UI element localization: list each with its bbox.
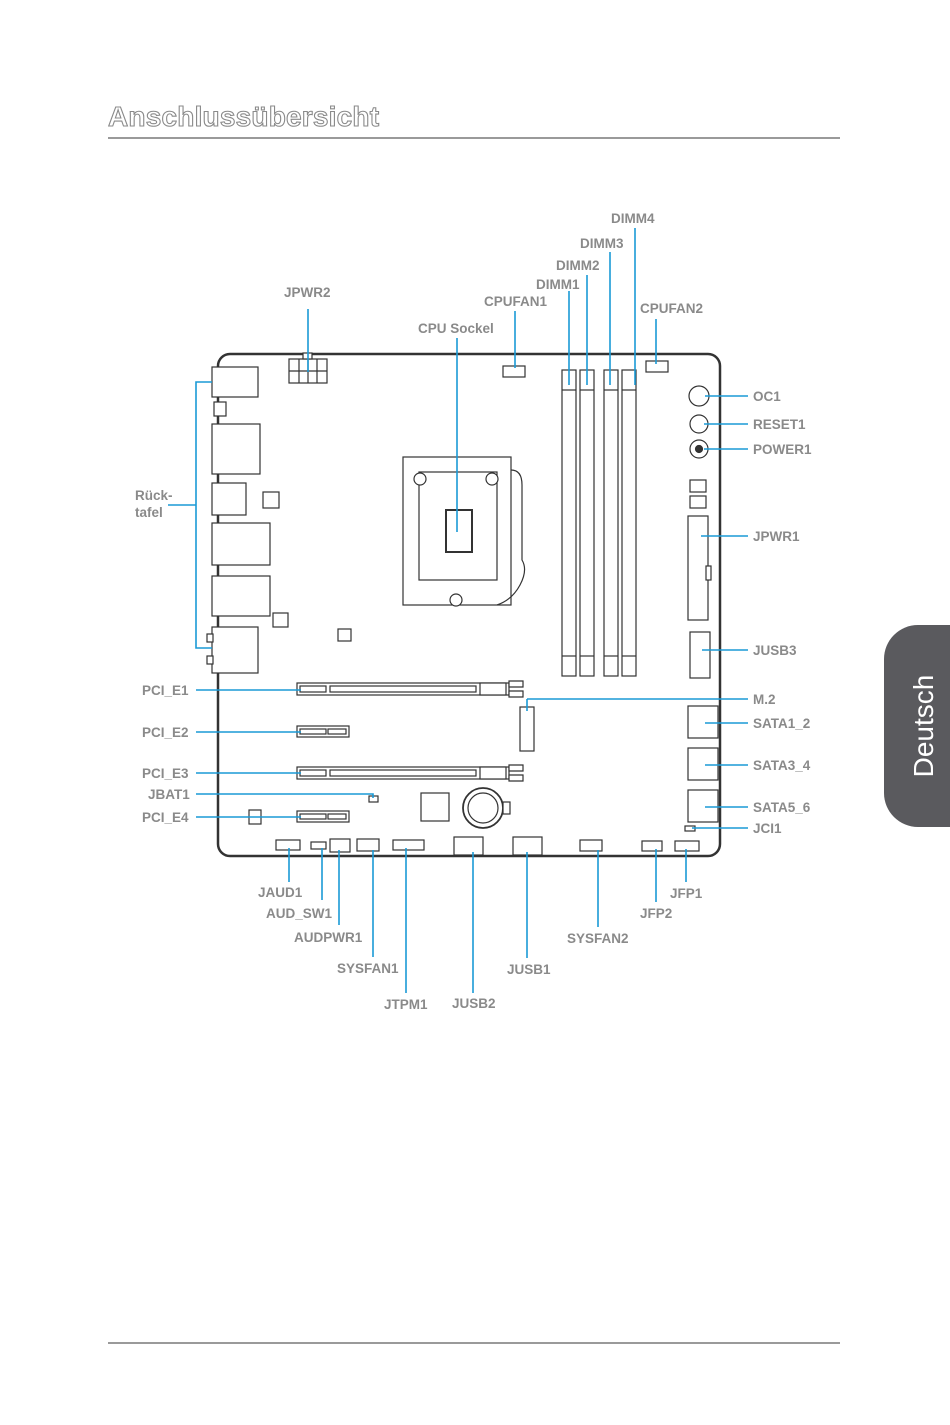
sata5-6-connector <box>688 790 718 822</box>
label-rueck-line1: Rück- <box>135 488 173 503</box>
label-power1: POWER1 <box>753 442 812 457</box>
label-aud-sw1: AUD_SW1 <box>266 906 333 921</box>
label-jtpm1: JTPM1 <box>384 997 428 1012</box>
label-jpwr2: JPWR2 <box>284 285 331 300</box>
label-sata5-6: SATA5_6 <box>753 800 811 815</box>
chip-c <box>338 629 351 641</box>
rear-io-dvi <box>212 424 260 474</box>
sysfan2-connector <box>580 840 602 851</box>
rear-io-hdmi <box>212 483 246 515</box>
label-pci-e1: PCI_E1 <box>142 683 189 698</box>
chip-b <box>273 613 288 627</box>
label-sysfan2: SYSFAN2 <box>567 931 629 946</box>
rear-io-audio <box>212 627 258 673</box>
dimm4-slot <box>622 370 636 676</box>
m2-slot <box>520 707 534 751</box>
sata3-4-connector <box>688 748 718 780</box>
label-jpwr1: JPWR1 <box>753 529 800 544</box>
cpu-socket-die <box>446 510 472 552</box>
chipset <box>421 793 449 821</box>
label-sysfan1: SYSFAN1 <box>337 961 399 976</box>
label-cpufan1: CPUFAN1 <box>484 294 548 309</box>
label-jfp2: JFP2 <box>640 906 672 921</box>
label-pci-e4: PCI_E4 <box>142 810 189 825</box>
audpwr1-connector <box>330 839 350 852</box>
jfp2-header <box>642 841 662 851</box>
label-jusb1: JUSB1 <box>507 962 551 977</box>
dimm2-slot <box>580 370 594 676</box>
cpufan1-connector <box>503 366 525 377</box>
label-reset1: RESET1 <box>753 417 806 432</box>
label-dimm4: DIMM4 <box>611 211 655 226</box>
label-pci-e2: PCI_E2 <box>142 725 189 740</box>
dimm3-slot <box>604 370 618 676</box>
label-pci-e3: PCI_E3 <box>142 766 189 781</box>
label-jbat1: JBAT1 <box>148 787 190 802</box>
rear-io-small <box>214 402 226 416</box>
label-sata1-2: SATA1_2 <box>753 716 810 731</box>
label-dimm2: DIMM2 <box>556 258 600 273</box>
jusb2-header <box>454 837 483 855</box>
label-jusb3: JUSB3 <box>753 643 797 658</box>
label-jaud1: JAUD1 <box>258 885 303 900</box>
label-cpufan2: CPUFAN2 <box>640 301 703 316</box>
jusb3-header <box>690 632 710 678</box>
sata1-2-connector <box>688 706 718 738</box>
label-cpu-sockel: CPU Sockel <box>418 321 494 336</box>
label-sata3-4: SATA3_4 <box>753 758 811 773</box>
language-tab: Deutsch <box>884 625 950 827</box>
label-dimm1: DIMM1 <box>536 277 580 292</box>
language-tab-label: Deutsch <box>908 675 940 778</box>
label-jci1: JCI1 <box>753 821 782 836</box>
label-rueck-line2: tafel <box>135 505 163 520</box>
label-oc1: OC1 <box>753 389 781 404</box>
jtpm1-header <box>393 840 424 850</box>
cpufan2-connector <box>646 361 668 372</box>
rear-io-audio-tab-b <box>207 656 213 664</box>
rear-io-usb-a <box>212 523 270 565</box>
label-audpwr1: AUDPWR1 <box>294 930 363 945</box>
label-jfp1: JFP1 <box>670 886 703 901</box>
label-dimm3: DIMM3 <box>580 236 624 251</box>
sysfan1-connector <box>357 839 379 851</box>
rear-io-audio-tab-a <box>207 634 213 642</box>
label-m2: M.2 <box>753 692 776 707</box>
rear-io-ps2 <box>212 367 258 397</box>
chip-a <box>263 492 279 508</box>
jfp1-header <box>675 841 699 851</box>
label-jusb2: JUSB2 <box>452 996 496 1011</box>
jaud1-header <box>276 840 300 850</box>
jpwr1-connector <box>688 516 708 620</box>
dimm1-slot <box>562 370 576 676</box>
aud-sw1-switch <box>311 842 326 849</box>
footer-rule <box>108 1342 840 1344</box>
rear-io-usb-b <box>212 576 270 616</box>
